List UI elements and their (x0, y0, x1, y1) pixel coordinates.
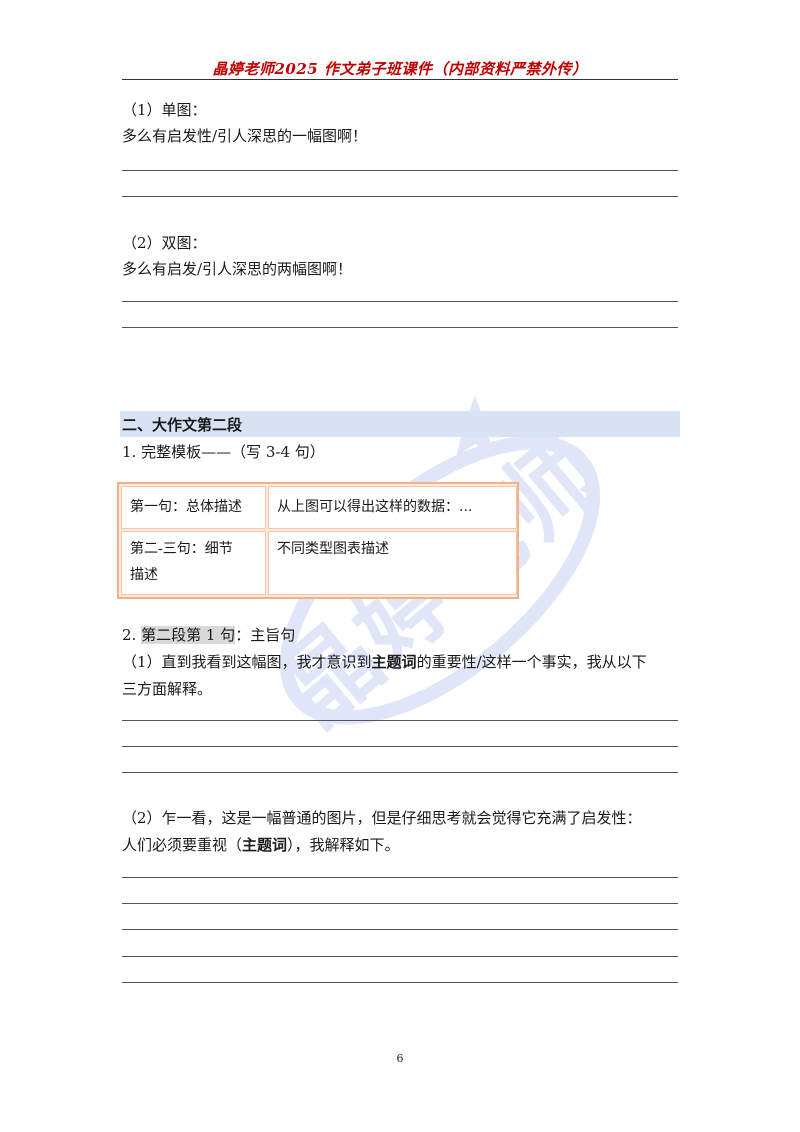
single-image-label: （1）单图： (122, 101, 207, 119)
template-table: 第一句：总体描述 从上图可以得出这样的数据：... 第二-三句：细节 描述 不同… (117, 482, 519, 599)
page-header: 晶婷老师2025 作文弟子班课件（内部资料严禁外传） (212, 60, 588, 78)
table-cell-content: 不同类型图表描述 (268, 531, 517, 595)
single-image-sentence: 多么有启发性/引人深思的一幅图啊！ (122, 127, 368, 145)
section-heading: 二、大作文第二段 (122, 416, 243, 434)
template-label: 1. 完整模板——（写 3-4 句） (122, 443, 325, 461)
item-2-heading: 2. 第二段第 1 句：主旨句 (122, 626, 296, 644)
writing-line (122, 929, 678, 930)
writing-line (122, 720, 678, 721)
section-heading-bar: 二、大作文第二段 (120, 411, 680, 437)
writing-line (122, 301, 678, 302)
table-cell-sentence: 第二-三句：细节 描述 (121, 531, 266, 595)
writing-line (122, 903, 678, 904)
writing-line (122, 170, 678, 171)
writing-line (122, 877, 678, 878)
option-1-line-1: （1）直到我看到这幅图，我才意识到主题词的重要性/这样一个事实，我从以下 (122, 653, 647, 671)
option-1-line-2: 三方面解释。 (122, 680, 213, 698)
double-image-label: （2）双图： (122, 234, 207, 252)
highlighted-text: 第二段第 1 句 (141, 626, 236, 644)
writing-line (122, 982, 678, 983)
keyword: 主题词 (371, 653, 417, 671)
option-2-line-1: （2）乍一看，这是一幅普通的图片，但是仔细思考就会觉得它充满了启发性： (122, 809, 642, 827)
option-2-line-2: 人们必须要重视（主题词），我解释如下。 (122, 836, 400, 854)
writing-line (122, 772, 678, 773)
page-number: 6 (396, 1052, 404, 1065)
writing-line (122, 327, 678, 328)
writing-line (122, 196, 678, 197)
table-cell-content: 从上图可以得出这样的数据：... (268, 486, 517, 529)
double-image-sentence: 多么有启发/引人深思的两幅图啊！ (122, 260, 353, 278)
keyword: 主题词 (242, 836, 288, 854)
writing-line (122, 956, 678, 957)
header-rule (122, 79, 678, 80)
table-cell-sentence: 第一句：总体描述 (121, 486, 266, 529)
writing-line (122, 746, 678, 747)
